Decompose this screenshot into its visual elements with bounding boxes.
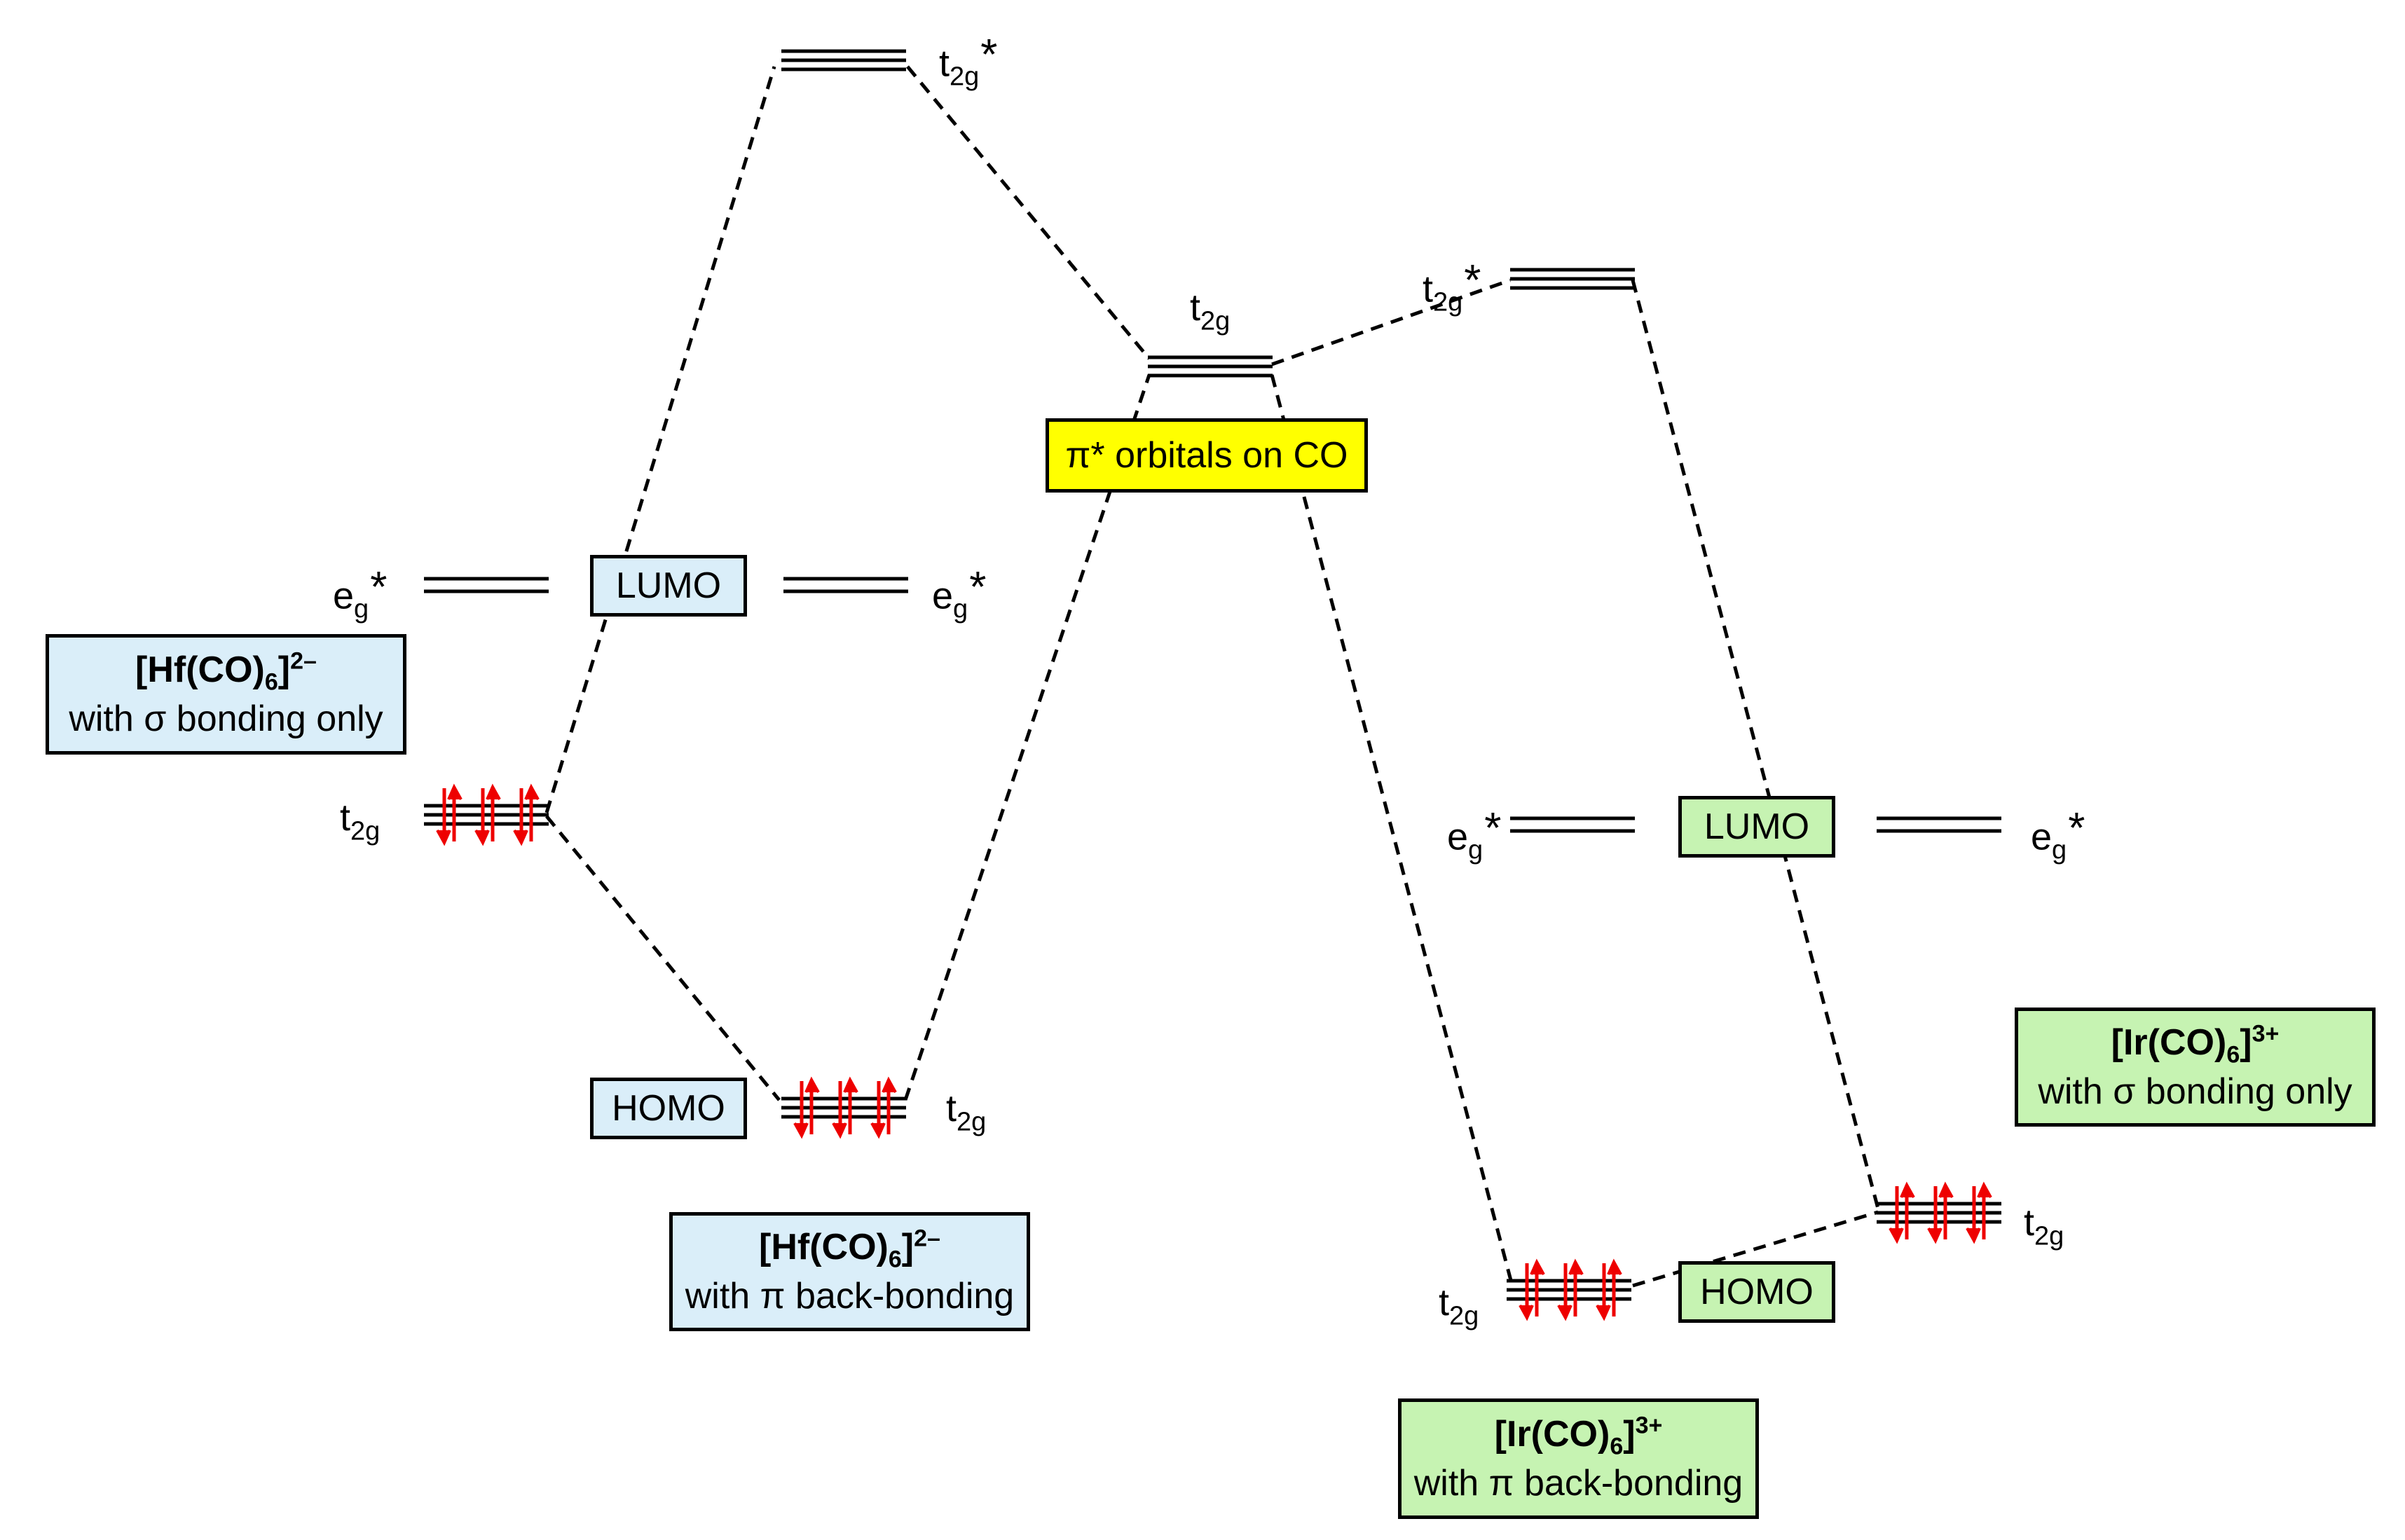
homo-ir-box: HOMO <box>1678 1261 1835 1323</box>
ir-sigma-description: with σ bonding only <box>2038 1071 2352 1112</box>
line-co-to-ir-homo <box>1270 374 1514 1286</box>
hf-t2g-pi-electron-pair-1 <box>793 1076 820 1139</box>
line-ir-homo-to-ir-t2g <box>1632 1210 1879 1288</box>
pi-star-co-box: π* orbitals on CO <box>1046 418 1368 493</box>
line-homo-hf-to-co <box>903 374 1151 1101</box>
ir-eg-star-left-level <box>1510 816 1635 833</box>
electron-arrows <box>436 783 1992 1321</box>
hf-sigma-formula: [Hf(CO)6]2– <box>135 647 317 696</box>
hf-pi-box: [Hf(CO)6]2– with π back-bonding <box>669 1212 1030 1331</box>
ir-pi-description: with π back-bonding <box>1413 1463 1743 1504</box>
ir-t2g-pi-electron-pair-2 <box>1557 1258 1584 1321</box>
line-hf-t2g-to-homo <box>545 815 781 1101</box>
hf-t2g-sigma-electron-pair-3 <box>513 783 540 846</box>
hf-eg-star-left-level <box>424 577 549 593</box>
hf-t2g-pi-electron-pair-2 <box>832 1076 858 1139</box>
line-hf-t2g-to-t2gstar <box>544 66 776 813</box>
co-t2g-level <box>1148 355 1273 378</box>
label-hf-t2g-pi: t2g <box>946 1087 987 1137</box>
correlation-lines <box>544 65 1880 1288</box>
line-co-t2g-to-ir-t2gstar <box>1271 278 1511 366</box>
ir-t2g-sigma-electron-pair-2 <box>1927 1181 1954 1244</box>
label-ir-t2g-sigma: t2g <box>2024 1202 2064 1251</box>
hf-sigma-box: [Hf(CO)6]2– with σ bonding only <box>46 634 406 755</box>
label-ir-eg-star-right: eg* <box>2031 804 2085 865</box>
ir-t2g-pi-electron-pair-1 <box>1519 1258 1545 1321</box>
hf-t2g-sigma-electron-pair-1 <box>436 783 463 846</box>
ir-t2g-pi-electron-pair-3 <box>1596 1258 1622 1321</box>
ir-eg-star-right-level <box>1877 816 2001 833</box>
label-hf-t2g-sigma: t2g <box>340 797 381 846</box>
hf-t2g-pi-electron-pair-3 <box>870 1076 897 1139</box>
ir-sigma-formula: [Ir(CO)6]3+ <box>2111 1020 2280 1068</box>
label-ir-t2g-star: t2g* <box>1423 256 1481 317</box>
hf-t2g-star-level <box>781 49 906 71</box>
lumo-hf-box: LUMO <box>590 555 747 617</box>
label-t2g-star-top: t2g* <box>939 31 998 92</box>
ir-t2g-sigma-electron-pair-3 <box>1966 1181 1992 1244</box>
ir-t2g-star-level <box>1510 268 1635 290</box>
homo-hf-box: HOMO <box>590 1078 747 1139</box>
hf-pi-formula: [Hf(CO)6]2– <box>759 1225 940 1273</box>
hf-sigma-description: with σ bonding only <box>69 699 383 739</box>
ir-pi-formula: [Ir(CO)6]3+ <box>1494 1412 1663 1460</box>
hf-pi-description: with π back-bonding <box>685 1276 1015 1316</box>
label-hf-eg-star-left: eg* <box>333 563 388 624</box>
ir-sigma-box: [Ir(CO)6]3+ with σ bonding only <box>2015 1008 2376 1127</box>
lumo-ir-box: LUMO <box>1678 796 1835 858</box>
label-hf-eg-star-right: eg* <box>932 563 987 624</box>
label-co-t2g: t2g <box>1190 287 1231 336</box>
label-ir-t2g-pi: t2g <box>1439 1281 1479 1331</box>
hf-t2g-sigma-electron-pair-2 <box>474 783 501 846</box>
ir-t2g-sigma-electron-pair-1 <box>1889 1181 1915 1244</box>
hf-eg-star-right-level <box>783 577 908 593</box>
line-t2gstar-to-co-t2g <box>906 65 1151 360</box>
label-ir-eg-star-left: eg* <box>1447 804 1502 865</box>
ir-pi-box: [Ir(CO)6]3+ with π back-bonding <box>1398 1398 1759 1519</box>
line-ir-t2gstar-to-ir-t2g <box>1631 280 1880 1209</box>
